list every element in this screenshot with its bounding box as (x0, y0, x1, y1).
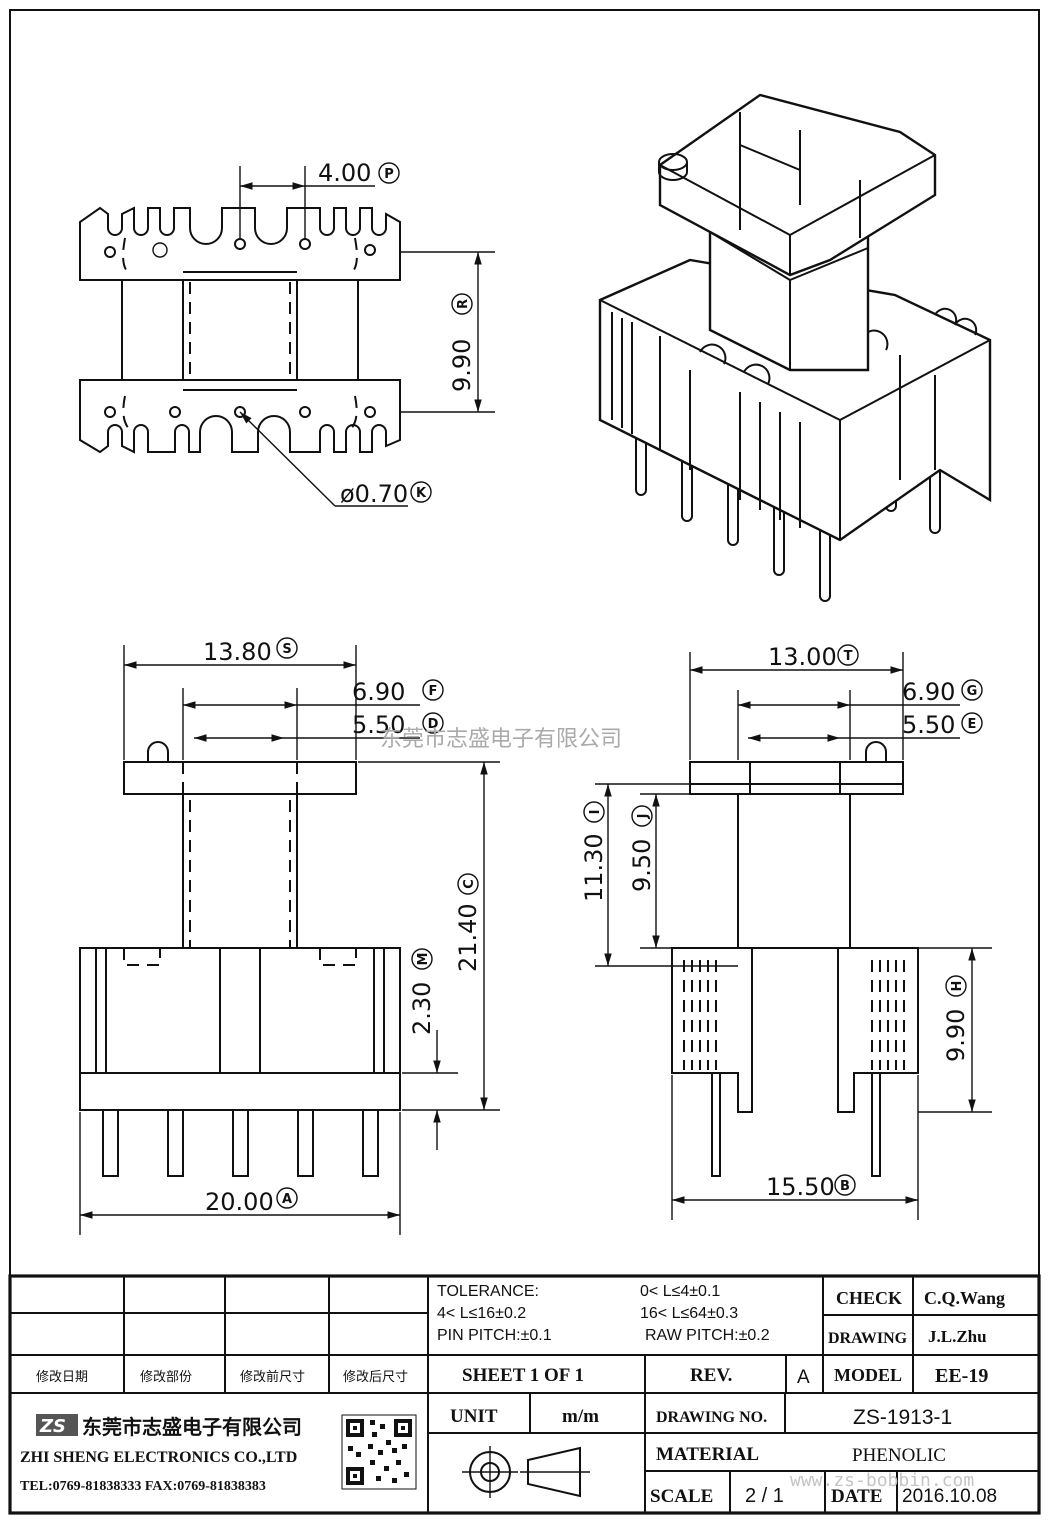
dim-c-value: 21.40 (454, 903, 482, 972)
dim-r-ref: R (456, 299, 471, 309)
dim-t-value: 13.00 (768, 643, 837, 671)
dim-a-ref: A (282, 1192, 292, 1207)
tolerance-pin: PIN PITCH:±0.1 (437, 1327, 552, 1344)
sheet-text: SHEET 1 OF 1 (462, 1365, 584, 1386)
rev-header-part: 修改部份 (140, 1369, 192, 1384)
dim-b-ref: B (840, 1179, 850, 1194)
company-contact: TEL:0769-81838333 FAX:0769-81838383 (20, 1479, 266, 1494)
tolerance-title: TOLERANCE: (437, 1283, 539, 1300)
dim-p-value: 4.00 (318, 159, 371, 187)
rev-label: REV. (690, 1365, 732, 1386)
dim-h-ref: H (950, 981, 965, 992)
material-label: MATERIAL (656, 1444, 759, 1465)
tolerance-r2: 4< L≤16±0.2 (437, 1305, 526, 1322)
tolerance-raw: RAW PITCH:±0.2 (645, 1327, 770, 1344)
front-view: 13.80 S 6.90 F 5.50 D 21.40 C 2.30 (79, 637, 500, 1235)
dim-i-ref: I (588, 810, 603, 815)
dim-g-value: 6.90 (902, 678, 955, 706)
dim-f-value: 6.90 (352, 678, 405, 706)
watermark-company: 东莞市志盛电子有限公司 (380, 727, 622, 752)
dim-p-ref: P (384, 167, 394, 182)
dim-k-ref: K (416, 486, 427, 501)
rev-header-before: 修改前尺寸 (240, 1369, 305, 1384)
dim-h-value: 9.90 (942, 1009, 970, 1062)
tolerance-r1: 0< L≤4±0.1 (640, 1283, 720, 1300)
scale-value: 2 / 1 (745, 1485, 784, 1507)
dim-t-ref: T (844, 649, 853, 664)
model-value: EE-19 (935, 1365, 988, 1387)
material-value: PHENOLIC (852, 1445, 946, 1466)
date-value: 2016.10.08 (902, 1486, 997, 1507)
check-value: C.Q.Wang (924, 1288, 1005, 1308)
dim-d-value: 5.50 (352, 711, 405, 739)
top-view: 4.00 P 9.90 R ø0.70 K (79, 159, 495, 508)
dim-f-ref: F (429, 684, 438, 699)
dim-k-value: ø0.70 (340, 480, 408, 508)
dim-s-value: 13.80 (203, 638, 272, 666)
svg-text:ZS: ZS (39, 1416, 66, 1437)
company-en: ZHI SHENG ELECTRONICS CO.,LTD (20, 1449, 297, 1466)
dim-i-value: 11.30 (580, 833, 608, 902)
dim-j-value: 9.50 (628, 839, 656, 892)
dim-r-value: 9.90 (448, 339, 476, 392)
rev-header-date: 修改日期 (36, 1369, 88, 1384)
projection-symbol-icon (462, 1446, 590, 1498)
rev-header-after: 修改后尺寸 (343, 1369, 408, 1384)
isometric-view (598, 93, 992, 602)
model-label: MODEL (834, 1365, 902, 1385)
watermark-url: www.zs-bobbin.com (790, 1470, 974, 1491)
company-cn: 东莞市志盛电子有限公司 (82, 1415, 302, 1439)
scale-label: SCALE (650, 1486, 713, 1507)
dim-m-ref: M (416, 953, 431, 966)
side-view: 13.00 T 6.90 G 5.50 E 11.30 I 9.50 J (580, 643, 992, 1220)
rev-value: A (797, 1367, 810, 1388)
dim-g-ref: G (967, 684, 978, 699)
check-label: CHECK (836, 1288, 902, 1308)
dim-c-ref: C (462, 879, 477, 889)
drawing-value: J.L.Zhu (928, 1327, 987, 1346)
dim-b-value: 15.50 (766, 1173, 835, 1201)
zs-logo-icon: ZS (36, 1414, 78, 1437)
unit-label: UNIT (450, 1406, 498, 1427)
dim-s-ref: S (282, 642, 291, 657)
drawing-label: DRAWING (828, 1330, 908, 1347)
dim-e-value: 5.50 (902, 711, 955, 739)
tolerance-r3: 16< L≤64±0.3 (640, 1305, 738, 1322)
date-label: DATE (831, 1486, 882, 1507)
dim-d-ref: D (428, 717, 439, 732)
dim-a-value: 20.00 (205, 1188, 274, 1216)
dim-m-value: 2.30 (408, 982, 436, 1035)
title-block: 修改日期 修改部份 修改前尺寸 修改后尺寸 TOLERANCE: 0< L≤4±… (8, 1274, 1041, 1515)
dim-e-ref: E (968, 717, 977, 732)
drawing-no-value: ZS-1913-1 (853, 1406, 952, 1429)
drawing-no-label: DRAWING NO. (656, 1409, 767, 1426)
dim-j-ref: J (636, 814, 651, 820)
unit-value: m/m (562, 1406, 599, 1427)
qr-code-icon (341, 1414, 417, 1490)
